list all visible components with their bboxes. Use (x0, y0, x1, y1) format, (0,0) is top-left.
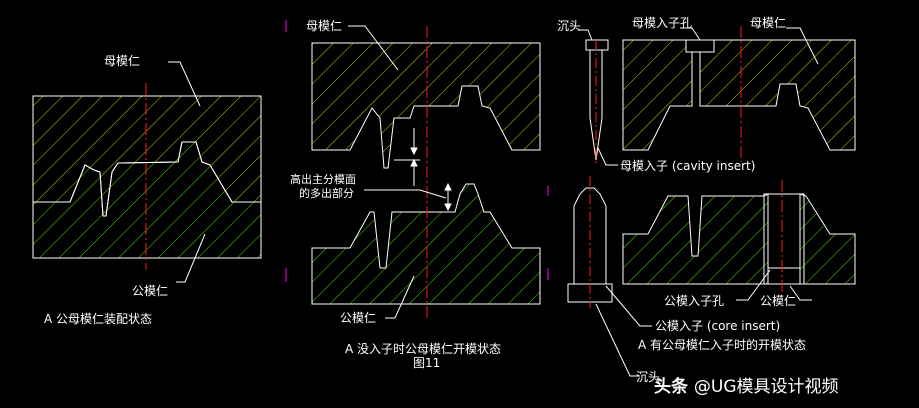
leader-right-core (789, 285, 812, 301)
leader-countersink-top (578, 29, 593, 41)
cavity-insert-pin (585, 39, 609, 165)
watermark: 头条 @UG模具设计视频 (654, 372, 839, 397)
label-cavity-insert: 母模入子 (cavity insert) (620, 159, 756, 173)
leader-right-cavity (786, 27, 819, 65)
open-cavity-block (311, 42, 541, 169)
label-left-cavity: 母模仁 (104, 54, 141, 68)
label-protrude-line2: 的多出部分 (299, 187, 354, 200)
label-core-insert: 公模入子 (core insert) (655, 319, 781, 333)
insert-cavity-block (622, 39, 856, 151)
leader-left-core (176, 233, 206, 283)
label-right-cavity: 母模仁 (750, 16, 787, 30)
core-insert-pin (567, 176, 613, 308)
leader-left-cavity (168, 61, 201, 107)
assembled-core-block (32, 141, 262, 259)
leader-mid-core (385, 275, 415, 319)
figure-number: 图11 (413, 356, 441, 370)
watermark-handle: @UG模具设计视频 (693, 377, 839, 397)
watermark-brand: 头条 (654, 377, 688, 397)
caption-open-no-insert: A 没入子时公母模仁开模状态 (345, 342, 502, 356)
label-mid-core: 公模仁 (340, 311, 377, 325)
label-left-core: 公模仁 (132, 284, 169, 298)
label-countersink-bottom: 沉头 (636, 370, 661, 384)
label-countersink-top: 沉头 (557, 19, 582, 33)
open-core-block (311, 183, 541, 305)
leader-core-insert-hole (736, 269, 771, 301)
insert-core-block (622, 193, 856, 285)
label-mid-cavity: 母模仁 (306, 19, 343, 33)
protrusion-dimension (364, 128, 452, 212)
caption-open-with-insert: A 有公母模仁入子时的开模状态 (638, 338, 807, 352)
leader-mid-cavity (348, 25, 399, 71)
label-cavity-insert-hole: 母模入子孔 (632, 16, 693, 30)
leader-cavity-insert (597, 147, 618, 166)
label-right-core: 公模仁 (760, 294, 797, 308)
leader-countersink-bottom (595, 303, 640, 377)
leader-cavity-insert-hole (680, 27, 701, 41)
label-protrude-line1: 高出主分模面 (290, 173, 356, 186)
label-core-insert-hole: 公模入子孔 (664, 294, 725, 308)
caption-assembled: A 公母模仁装配状态 (44, 312, 153, 326)
leader-core-insert (605, 285, 652, 327)
